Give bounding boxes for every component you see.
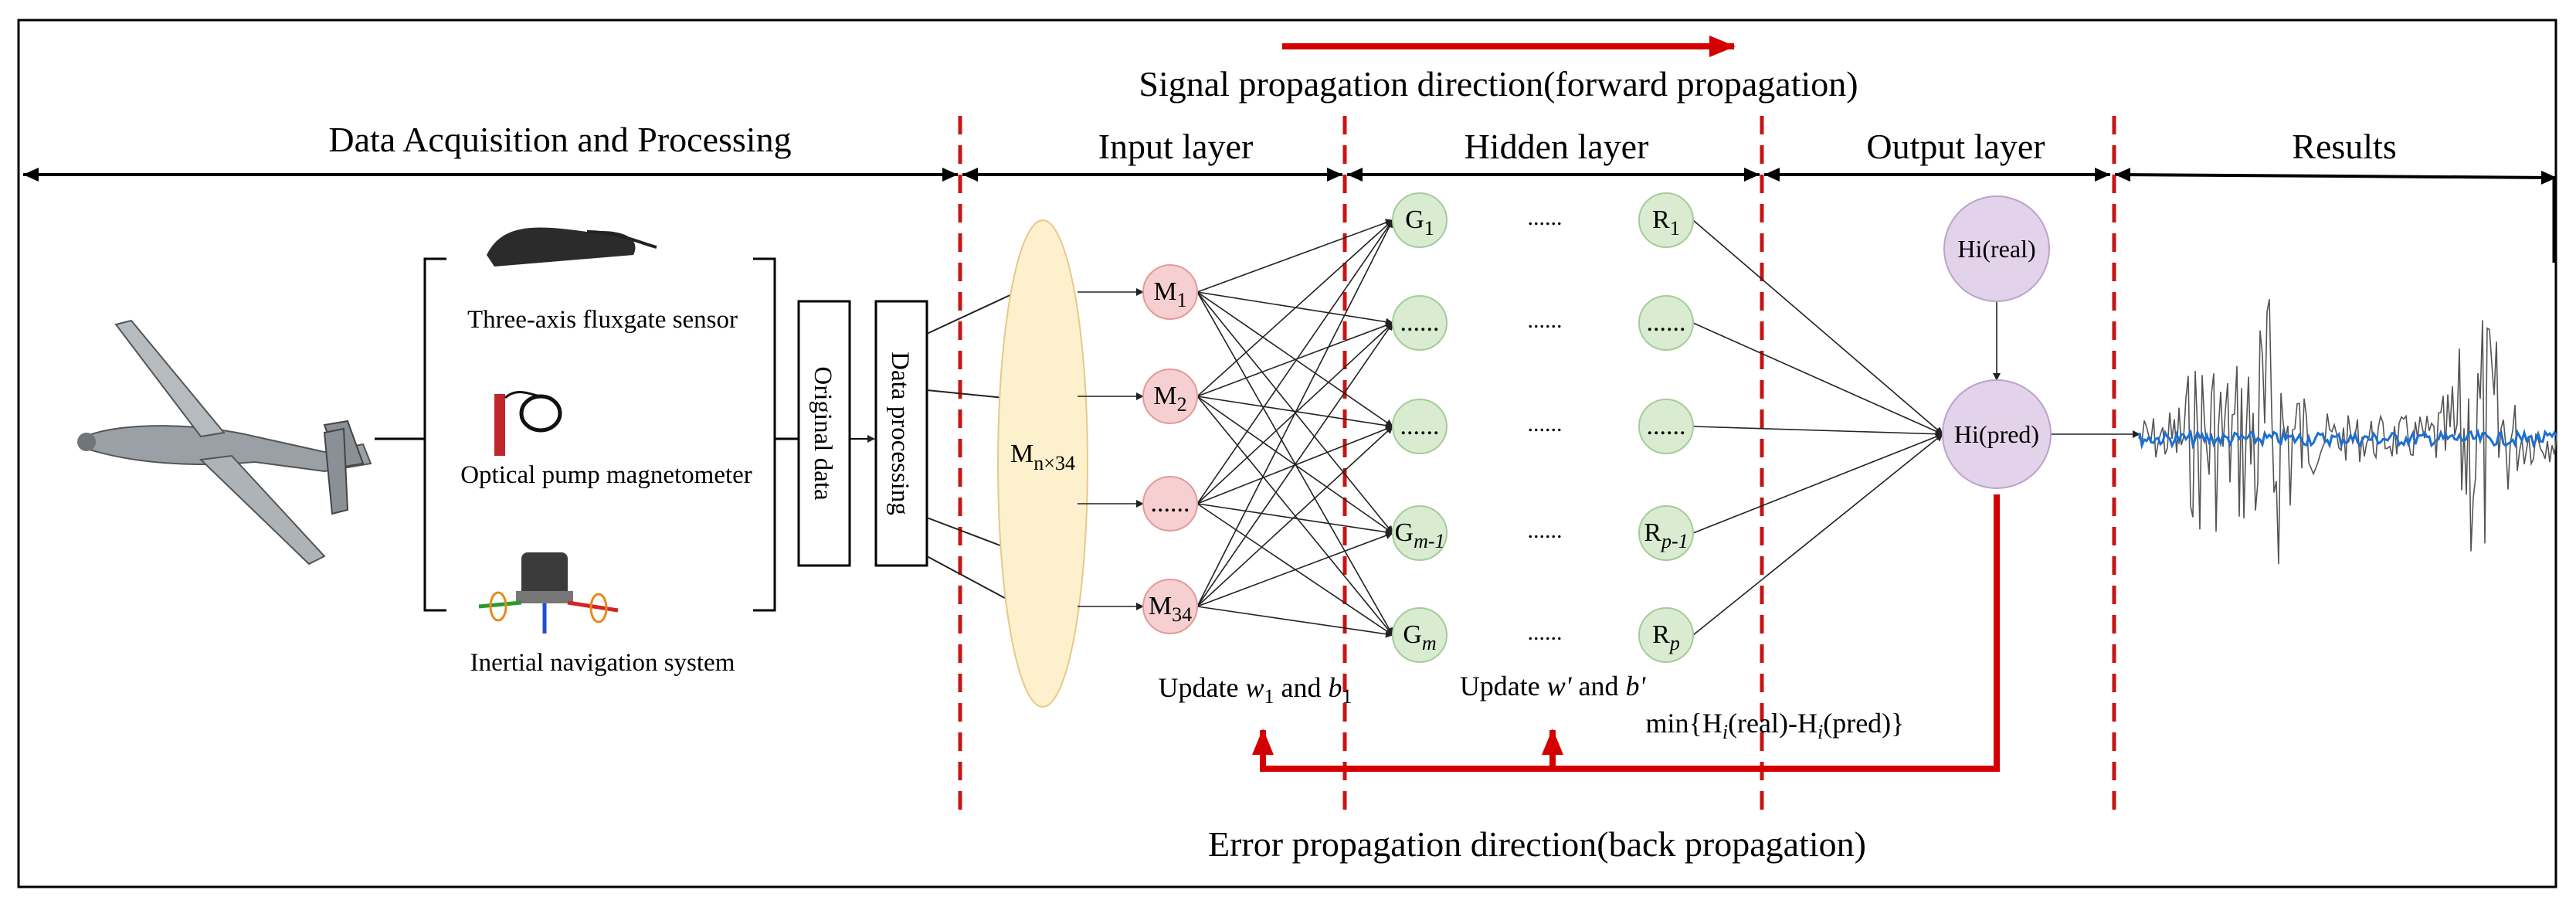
update-w-b-prime-label: Update w' and b' [1460, 671, 1647, 701]
network-connections [1078, 219, 2140, 638]
output-pred-node [1942, 379, 2052, 489]
output-real-label: Hi(real) [1957, 235, 2035, 263]
input-node [1142, 369, 1198, 424]
output-pred-label: Hi(pred) [1954, 420, 2039, 448]
data-processing-box [874, 300, 928, 567]
error-propagation-title: Error propagation direction(back propaga… [1208, 824, 1866, 864]
section-label-acquisition: Data Acquisition and Processing [328, 120, 791, 159]
processing-to-input-lines [926, 293, 1014, 603]
results-signal-plot [2138, 299, 2558, 565]
sensor-bracket-left [417, 257, 446, 612]
hidden-node-first [1392, 607, 1448, 663]
output-real-node [1943, 195, 2050, 302]
input-node-label: M34 [1149, 592, 1192, 626]
hidden-gap-dots: ...... [1528, 518, 1563, 543]
uav-aircraft-icon [77, 319, 417, 566]
sensor-bracket-right [753, 257, 799, 612]
hidden-first-label: G1 [1405, 206, 1434, 239]
ins-label: Inertial navigation system [470, 649, 735, 677]
fluxgate-label: Three-axis fluxgate sensor [467, 306, 738, 334]
hidden-last-label: R1 [1652, 206, 1680, 239]
hidden-node-last [1638, 192, 1694, 248]
input-node [1142, 264, 1198, 320]
hidden-last-label: Rp [1652, 620, 1680, 654]
input-matrix-ellipse [997, 219, 1088, 708]
input-node [1142, 579, 1198, 634]
hidden-node-first [1392, 192, 1448, 248]
results-raw-signal [2139, 299, 2557, 565]
update-w1-b1-label: Update w1 and b1 [1159, 672, 1352, 708]
hidden-first-label: ...... [1400, 308, 1440, 337]
hidden-gap-dots: ...... [1528, 411, 1563, 437]
hidden-node-first [1392, 399, 1448, 454]
hidden-node-last [1638, 399, 1694, 454]
hidden-gap-dots: ...... [1528, 620, 1563, 645]
hidden-node-first [1392, 295, 1448, 351]
hidden-last-label: Rp-1 [1644, 518, 1688, 552]
input-node-label: M1 [1153, 277, 1186, 311]
hidden-first-label: ...... [1400, 412, 1440, 440]
hidden-node-last [1638, 607, 1694, 663]
section-label-hidden: Hidden layer [1464, 127, 1649, 166]
hidden-first-label: Gm [1403, 620, 1436, 654]
hidden-gap-dots: ...... [1528, 205, 1563, 230]
original-data-box [797, 300, 851, 567]
hidden-node-last [1638, 505, 1694, 561]
inertial-navigation-icon [478, 552, 619, 634]
hidden-last-label: ...... [1647, 412, 1686, 440]
data-processing-label: Data processing [886, 352, 914, 515]
optical-pump-label: Optical pump magnetometer [460, 461, 752, 489]
optical-pump-icon [494, 391, 562, 456]
hidden-first-label: Gm-1 [1395, 518, 1445, 552]
input-node-label: ...... [1151, 489, 1190, 518]
input-node-label: M2 [1153, 382, 1186, 416]
back-propagation-arrow [1252, 494, 2000, 772]
hidden-node-last [1638, 295, 1694, 351]
section-label-input: Input layer [1098, 127, 1254, 166]
hidden-gap-dots: ...... [1528, 307, 1563, 333]
results-compensated-signal [2138, 427, 2558, 450]
signal-propagation-title: Signal propagation direction(forward pro… [1139, 64, 1858, 104]
hidden-last-label: ...... [1647, 308, 1686, 337]
section-label-output: Output layer [1866, 127, 2045, 166]
section-label-results: Results [2292, 127, 2396, 166]
input-node [1142, 476, 1198, 532]
section-span-arrows [23, 168, 2557, 185]
outer-frame [17, 19, 2557, 888]
original-data-label: Original data [809, 366, 837, 501]
min-error-expression: min{Hi(real)-Hi(pred)} [1646, 708, 1905, 743]
fluxgate-sensor-icon [487, 227, 657, 267]
hidden-node-first [1392, 505, 1448, 561]
input-matrix-label: Mn×34 [1010, 440, 1075, 474]
